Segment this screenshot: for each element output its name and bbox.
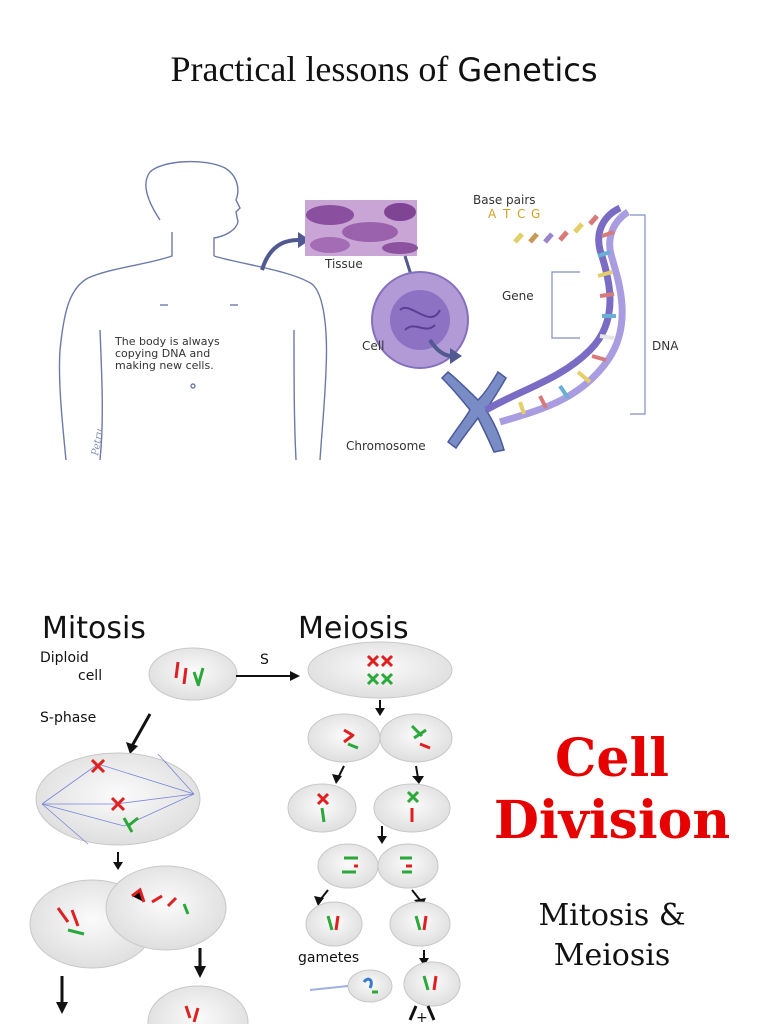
base-c: C <box>517 207 525 221</box>
chromosome-image <box>440 370 507 453</box>
artist-signature: Petru <box>90 428 106 458</box>
mitosis-meiosis-subheading: Mitosis & Meiosis <box>492 896 732 976</box>
dna-bracket <box>630 214 646 415</box>
tissue-image <box>305 200 418 256</box>
page-title: Practical lessons of Genetics <box>0 48 768 90</box>
cell-label: Cell <box>362 339 384 353</box>
title-part-2: Genetics <box>457 51 598 89</box>
diploid-cell <box>148 647 238 701</box>
mitosis-title: Mitosis <box>42 611 146 646</box>
diploid-label-line-2: cell <box>78 668 102 684</box>
base-a: A <box>488 207 499 221</box>
mitosis-metaphase-cell <box>35 752 201 846</box>
body-caption-line-1: The body is always <box>114 335 220 348</box>
subheading-line-1: Mitosis & <box>538 898 686 933</box>
meiosis-cell-4-left <box>317 843 379 889</box>
gene-bracket <box>551 271 580 339</box>
mitosis-anaphase-cell-right <box>105 865 227 951</box>
gamete-egg <box>403 961 461 1007</box>
dna-label: DNA <box>652 339 679 353</box>
meiosis-cell-2-left <box>307 713 381 763</box>
cell-division-figure: Mitosis Meiosis Diploid cell S S-phase <box>29 611 461 1024</box>
base-g: G <box>531 207 540 221</box>
cell-image <box>371 271 469 369</box>
svg-text:+: + <box>416 1010 428 1024</box>
diploid-label-line-1: Diploid <box>40 650 89 666</box>
base-pairs-label: Base pairs <box>473 193 536 207</box>
arrow-to-tissue <box>260 238 299 271</box>
human-body-outline <box>58 160 328 461</box>
tissue-label: Tissue <box>324 257 363 271</box>
dna-figure: The body is always copying DNA and makin… <box>58 160 679 461</box>
gametes-label: gametes <box>298 950 359 966</box>
meiosis-cell-1 <box>307 641 453 699</box>
gene-label: Gene <box>502 289 534 303</box>
dna-helix-image <box>484 204 631 426</box>
s-phase-label: S-phase <box>40 710 96 726</box>
meiosis-cell-5-right <box>389 901 451 947</box>
heading-line-2: Division <box>493 790 731 851</box>
meiosis-title: Meiosis <box>298 611 409 646</box>
body-caption-line-2: copying DNA and <box>115 347 210 360</box>
title-part-1: Practical lessons of <box>170 49 458 89</box>
s-label: S <box>260 652 269 668</box>
meiosis-cell-5-left <box>305 901 363 947</box>
subheading-line-2: Meiosis <box>553 938 671 973</box>
cell-division-heading: Cell Division <box>492 728 732 852</box>
mitosis-daughter-cell <box>147 985 249 1024</box>
base-t: T <box>502 207 511 221</box>
heading-line-1: Cell <box>555 728 669 789</box>
chromosome-label: Chromosome <box>346 439 426 453</box>
body-caption-line-3: making new cells. <box>115 359 214 372</box>
